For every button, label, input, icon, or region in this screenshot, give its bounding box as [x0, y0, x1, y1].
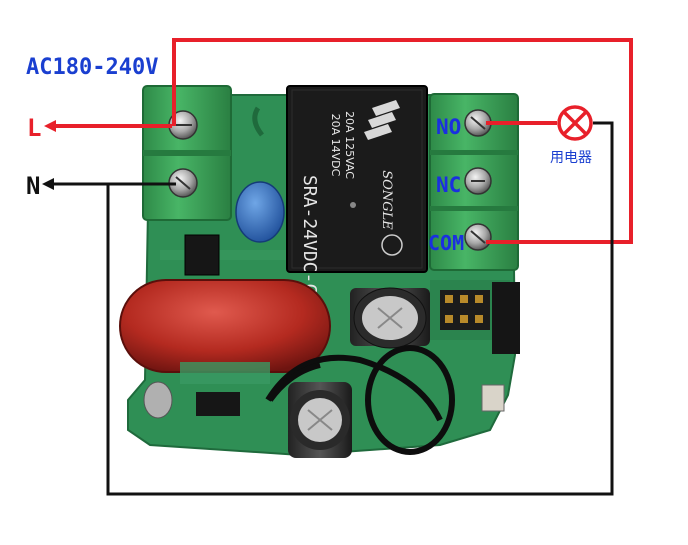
ic-chip-icon [196, 392, 240, 416]
terminal-nc-label: NC [436, 173, 461, 197]
ul-mark-icon [381, 234, 403, 256]
electrolytic-capacitor-bottom-icon [288, 382, 352, 458]
neutral-label: N [26, 172, 40, 200]
header-pins-icon [440, 290, 490, 330]
electrolytic-capacitor-top-icon [350, 287, 430, 349]
relay: SRA-24VDC-CL 20A 14VDC 20A 125VAC SONGLE [286, 85, 428, 305]
crystal-icon [143, 381, 173, 419]
left-terminal-block [142, 85, 232, 221]
terminal-no-label: NO [436, 115, 461, 139]
inductor-coil-icon [265, 345, 455, 455]
terminal-com-label: COM [428, 231, 464, 255]
relay-brand: SONGLE [379, 170, 394, 230]
neutral-wire [50, 121, 614, 496]
relay-rating-2: 20A 125VAC [343, 111, 356, 179]
load-label: 用电器 [550, 150, 592, 166]
voltage-label: AC180-240V [26, 55, 158, 80]
neutral-arrow-icon [42, 178, 54, 190]
chip-icon [184, 234, 220, 276]
relay-model: SRA-24VDC-CL [299, 175, 320, 305]
diode-icon [492, 282, 520, 354]
line-label: L [27, 114, 41, 142]
varistor-icon [235, 181, 285, 243]
tactile-button-icon [481, 384, 505, 412]
line-wire [52, 38, 633, 244]
film-capacitor-icon [119, 279, 331, 373]
relay-rating-1: 20A 14VDC [329, 114, 342, 177]
relay-logo-icon [364, 100, 400, 140]
line-arrow-icon [44, 120, 56, 132]
lamp-icon [557, 105, 593, 141]
